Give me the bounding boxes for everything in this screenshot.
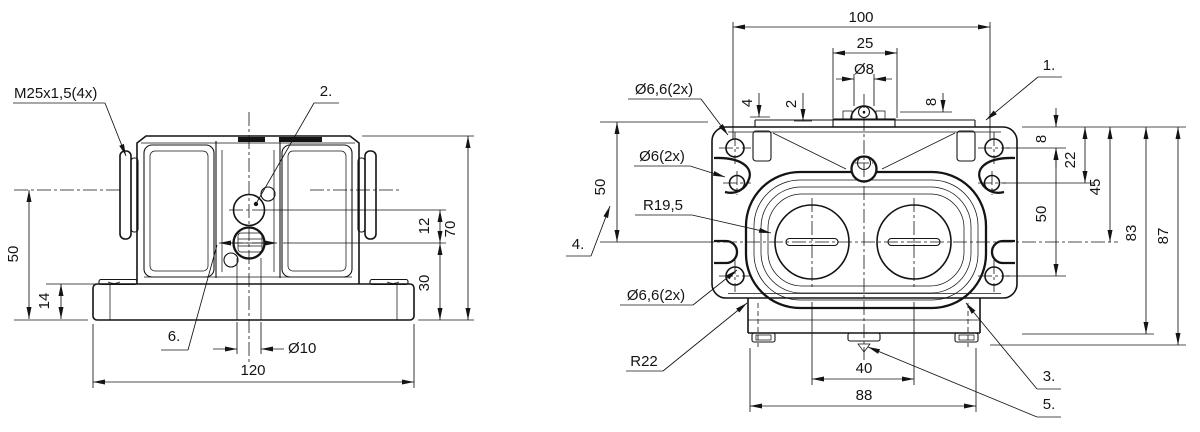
front-view-centerlines: [14, 112, 400, 363]
top-callout-1-label: 1.: [1043, 57, 1056, 74]
front-callout-6: 6.: [161, 240, 277, 351]
front-view-geometry: [92, 135, 415, 321]
top-view: 100 25 Ø8 4 2 8: [566, 9, 1186, 418]
front-gasket-strip-left: [238, 137, 265, 142]
top-callout-r195: R19,5: [635, 197, 772, 234]
top-dim-83-label: 83: [1123, 225, 1140, 242]
front-left-gland-ring: [130, 157, 139, 233]
front-base-flange: [92, 283, 415, 321]
top-dim-25: 25: [832, 35, 898, 118]
top-dim-4: 4: [739, 93, 770, 118]
top-dim-100: 100: [732, 9, 991, 140]
top-dim-83: 83: [1022, 127, 1154, 335]
top-dim-40: 40: [811, 302, 915, 385]
front-right-tab: [369, 278, 409, 286]
top-dim-87: 87: [990, 127, 1186, 346]
front-left-gland-cap: [119, 150, 132, 240]
front-dim-30: 30: [416, 243, 443, 320]
top-dim-50-right-label: 50: [1033, 206, 1050, 223]
top-callout-3: 3.: [965, 302, 1061, 390]
front-small-hole-upper: [260, 186, 276, 202]
top-dim-8-top-label: 8: [923, 98, 940, 106]
top-keyhole-right: [978, 156, 1016, 194]
front-view: 50 14 120 Ø10 12 30: [5, 83, 474, 388]
top-callout-5: 5.: [867, 346, 1061, 418]
top-dim-45: 45: [1087, 127, 1113, 242]
top-right-notch: [956, 130, 976, 162]
top-dim-22-label: 22: [1062, 152, 1079, 169]
top-callout-hole66-top: Ø6,6(2x): [628, 81, 729, 136]
front-dim-diameter-10: Ø10: [213, 322, 316, 357]
front-dim-12-label: 12: [416, 218, 433, 235]
top-callout-1: 1.: [985, 57, 1062, 121]
top-keyhole-left: [713, 156, 751, 194]
front-dim-120: 120: [92, 324, 415, 388]
top-seal-face-outline: [744, 170, 988, 310]
front-dim-14: 14: [36, 283, 97, 319]
top-dim-100-label: 100: [848, 9, 873, 26]
top-dim-50-right: 50: [1006, 148, 1066, 277]
front-dim-diameter-10-label: Ø10: [288, 340, 316, 357]
top-dim-8-right-label: 8: [1033, 135, 1050, 143]
front-small-hole-lower: [223, 252, 239, 268]
top-callout-4: 4.: [566, 205, 611, 257]
top-r195-label: R19,5: [643, 197, 683, 214]
top-dim-4-label: 4: [739, 99, 756, 107]
front-dim-70-label: 70: [442, 221, 459, 238]
top-dim-2-label: 2: [783, 100, 800, 108]
front-dim-50: 50: [5, 190, 88, 321]
front-dim-70: 70: [362, 135, 474, 321]
top-dim-8-top: 8: [900, 93, 952, 113]
top-dim-45-label: 45: [1087, 179, 1104, 196]
top-hole6-label: Ø6(2x): [639, 148, 685, 165]
top-callout-hole66-bot: Ø6,6(2x): [620, 269, 738, 306]
top-view-centerlines: [700, 94, 1118, 360]
top-hole66-top-label: Ø6,6(2x): [635, 81, 693, 98]
top-view-geometry: [711, 105, 1018, 353]
front-dim-30-label: 30: [416, 275, 433, 292]
front-right-gland-cap: [364, 150, 377, 240]
top-callout-4-label: 4.: [572, 236, 585, 253]
top-callout-hole6: Ø6(2x): [634, 148, 726, 178]
top-dim-22: 22: [1003, 127, 1094, 184]
top-dim-40-label: 40: [856, 360, 873, 377]
front-dim-120-label: 120: [240, 362, 265, 379]
top-dim-87-label: 87: [1155, 228, 1172, 245]
front-callout-gland: M25x1,5(4x): [13, 85, 127, 157]
top-dim-50-left: 50: [592, 121, 708, 243]
front-callout-2: 2.: [253, 83, 339, 207]
top-pocket-left: [714, 239, 739, 265]
front-gasket-strip-right: [279, 137, 322, 142]
front-callout-2-label: 2.: [320, 83, 333, 100]
front-dim-50-label: 50: [5, 246, 22, 263]
top-dim-88: 88: [749, 348, 977, 412]
front-callout-6-label: 6.: [168, 328, 181, 345]
top-foot-right: [954, 332, 979, 343]
front-gland-label: M25x1,5(4x): [14, 85, 97, 102]
top-dim-8-right: 8: [1006, 108, 1186, 167]
front-right-block: [281, 144, 353, 278]
top-left-notch: [752, 130, 772, 162]
top-pocket-right: [990, 239, 1015, 265]
front-dim-12: 12: [266, 209, 446, 244]
top-callout-r22: R22: [626, 302, 748, 372]
top-callout-5-label: 5.: [1043, 396, 1056, 413]
front-body-outline: [136, 135, 360, 284]
top-dim-diameter-8: Ø8: [836, 61, 892, 106]
top-dim-25-label: 25: [857, 35, 874, 52]
top-hole66-bot-label: Ø6,6(2x): [627, 287, 685, 304]
top-foot-left: [751, 332, 776, 343]
top-dim-50-left-label: 50: [592, 179, 609, 196]
top-r22-label: R22: [630, 353, 658, 370]
top-callout-3-label: 3.: [1043, 368, 1056, 385]
front-dim-14-label: 14: [36, 293, 53, 310]
top-dim-diameter-8-label: Ø8: [854, 61, 874, 78]
top-dim-88-label: 88: [856, 387, 873, 404]
front-left-block: [143, 144, 215, 278]
top-dim-2: 2: [783, 93, 812, 122]
